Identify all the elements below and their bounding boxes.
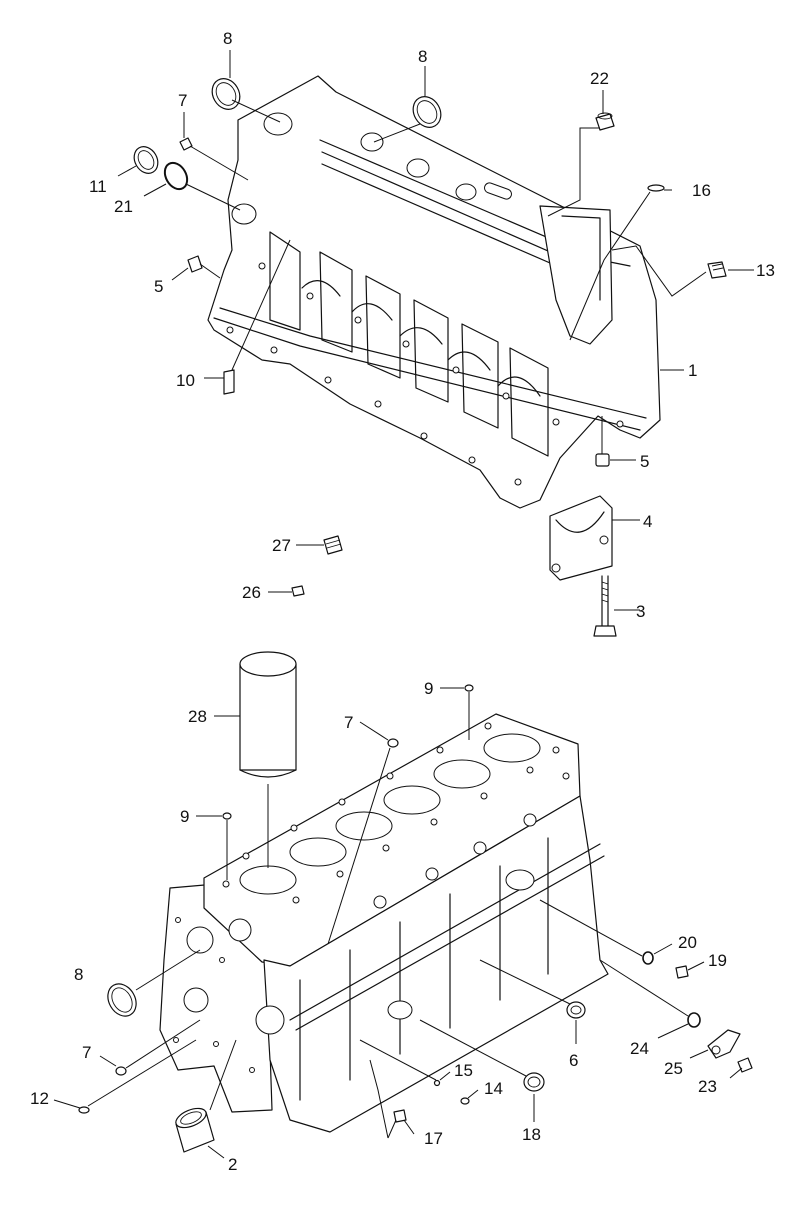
upper-small-parts — [133, 78, 727, 637]
cylinder-block-top-view — [159, 713, 609, 1133]
callout-5: 5 — [154, 277, 163, 296]
callout-13: 13 — [756, 261, 775, 280]
callout-9: 9 — [424, 679, 433, 698]
callout-24: 24 — [630, 1039, 649, 1058]
callout-27: 27 — [272, 536, 291, 555]
callout-1: 1 — [688, 361, 697, 380]
callout-2: 2 — [228, 1155, 237, 1174]
callout-21: 21 — [114, 197, 133, 216]
callout-22: 22 — [590, 69, 609, 88]
callout-4: 4 — [643, 512, 652, 531]
callout-12: 12 — [30, 1089, 49, 1108]
callout-26: 26 — [242, 583, 261, 602]
callout-6: 6 — [569, 1051, 578, 1070]
callout-3: 3 — [636, 602, 645, 621]
lower-small-parts — [78, 651, 753, 1153]
callout-16: 16 — [692, 181, 711, 200]
callout-15: 15 — [454, 1061, 473, 1080]
leader-lines — [53, 50, 754, 1159]
callout-17: 17 — [424, 1129, 443, 1148]
callout-14: 14 — [484, 1079, 503, 1098]
callout-7: 7 — [344, 713, 353, 732]
callout-5: 5 — [640, 452, 649, 471]
callout-11: 11 — [89, 177, 107, 196]
callout-25: 25 — [664, 1059, 683, 1078]
callout-20: 20 — [678, 933, 697, 952]
callout-8: 8 — [223, 29, 232, 48]
callout-8: 8 — [418, 47, 427, 66]
callout-9: 9 — [180, 807, 189, 826]
callout-7: 7 — [82, 1043, 91, 1062]
callout-labels: 8 8 22 7 11 21 16 13 5 1 10 5 4 27 26 3 … — [30, 29, 775, 1174]
callout-19: 19 — [708, 951, 727, 970]
cylinder-block-bottom-view — [207, 75, 661, 509]
callout-18: 18 — [522, 1125, 541, 1144]
deck-holes — [222, 722, 570, 904]
callout-10: 10 — [176, 371, 195, 390]
callout-8: 8 — [74, 965, 83, 984]
pan-rail-holes — [226, 262, 624, 486]
callout-28: 28 — [188, 707, 207, 726]
callout-7: 7 — [178, 91, 187, 110]
callout-23: 23 — [698, 1077, 717, 1096]
